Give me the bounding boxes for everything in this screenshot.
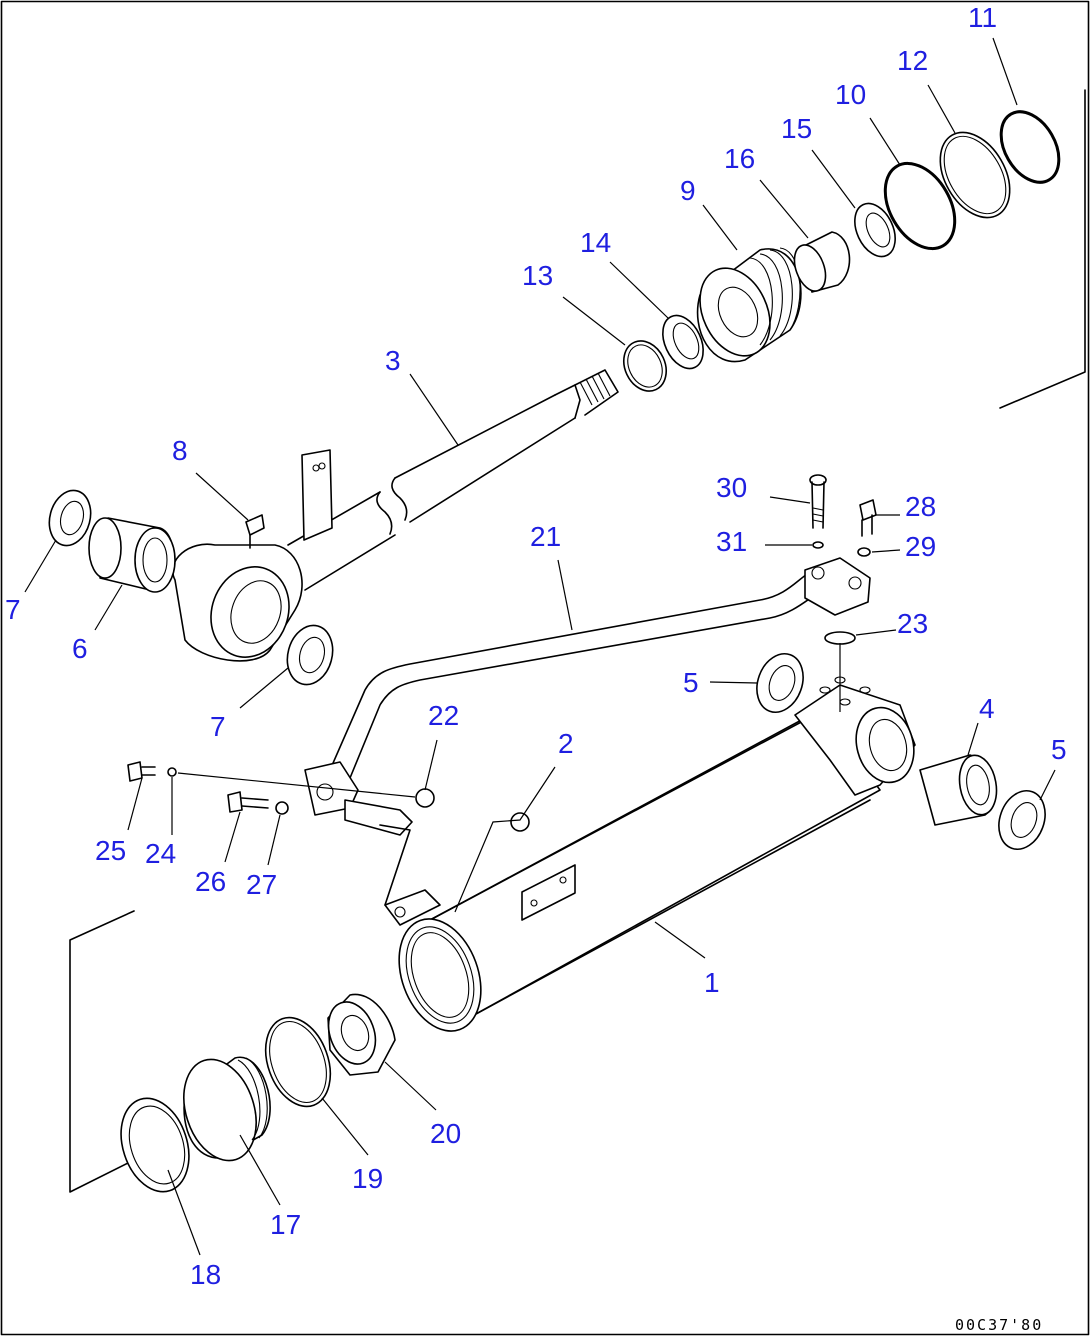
part-label-2: 2 <box>558 728 574 759</box>
o-ring-10 <box>883 161 957 251</box>
bolt-28 <box>859 499 877 537</box>
bushing-6 <box>88 517 176 593</box>
drawing-reference-code: 00C37'80 <box>955 1316 1043 1334</box>
o-ring-19 <box>264 1016 332 1108</box>
part-label-7-lower: 7 <box>210 711 226 742</box>
piston-9 <box>696 247 802 363</box>
dust-seal-5-top <box>756 653 804 713</box>
leader-lines <box>24 37 1056 1256</box>
part-label-26: 26 <box>195 866 226 897</box>
o-ring-2 <box>510 812 530 832</box>
o-ring-11 <box>999 110 1061 184</box>
part-label-8: 8 <box>172 435 188 466</box>
washer-31 <box>812 541 824 549</box>
part-label-22: 22 <box>428 700 459 731</box>
part-label-28: 28 <box>905 491 936 522</box>
part-label-17: 17 <box>270 1209 301 1240</box>
part-label-1: 1 <box>704 967 720 998</box>
washer-24 <box>167 767 177 777</box>
nut-15 <box>854 202 896 258</box>
bushing-4 <box>919 754 998 826</box>
part-label-27: 27 <box>246 869 277 900</box>
cylinder-tube <box>384 676 916 1032</box>
part-label-5-right: 5 <box>1051 734 1067 765</box>
part-labels: 1 2 3 4 5 5 6 7 7 8 9 10 11 12 13 14 15 … <box>5 2 1067 1290</box>
part-label-13: 13 <box>522 260 553 291</box>
part-label-7-left: 7 <box>5 594 21 625</box>
part-label-11: 11 <box>968 2 997 33</box>
dust-seal-7-left <box>48 489 92 547</box>
section-break-lines <box>69 89 1086 1193</box>
part-label-19: 19 <box>352 1163 383 1194</box>
part-label-25: 25 <box>95 835 126 866</box>
part-label-14: 14 <box>580 227 611 258</box>
part-label-20: 20 <box>430 1118 461 1149</box>
part-label-15: 15 <box>781 113 812 144</box>
bolt-26 <box>227 791 269 813</box>
part-label-3: 3 <box>385 345 401 376</box>
part-label-21: 21 <box>530 521 561 552</box>
wear-ring-14 <box>662 314 704 370</box>
dust-seal-5-right <box>998 790 1046 850</box>
bolt-30 <box>809 474 827 529</box>
part-label-6: 6 <box>72 633 88 664</box>
part-label-9: 9 <box>680 175 696 206</box>
part-label-31: 31 <box>716 526 747 557</box>
snap-ring-13 <box>623 340 667 392</box>
part-label-10: 10 <box>835 79 866 110</box>
nut-20 <box>327 993 396 1076</box>
part-label-24: 24 <box>145 838 176 869</box>
part-label-4: 4 <box>979 693 995 724</box>
collar-16 <box>793 231 851 293</box>
dust-seal-7-lower <box>286 624 334 686</box>
piston-rod <box>172 369 619 662</box>
part-label-12: 12 <box>897 45 928 76</box>
part-label-29: 29 <box>905 531 936 562</box>
seal-18 <box>120 1097 190 1193</box>
part-label-5-top: 5 <box>683 667 699 698</box>
washer-29 <box>857 547 871 557</box>
rod-head-17 <box>183 1056 271 1162</box>
backup-ring-12 <box>939 131 1011 219</box>
part-label-30: 30 <box>716 472 747 503</box>
grease-fitting <box>245 514 265 549</box>
part-label-16: 16 <box>724 143 755 174</box>
washer-27 <box>275 801 289 815</box>
part-label-18: 18 <box>190 1259 221 1290</box>
o-ring-22 <box>415 788 435 808</box>
o-ring-23 <box>824 631 856 645</box>
part-label-23: 23 <box>897 608 928 639</box>
